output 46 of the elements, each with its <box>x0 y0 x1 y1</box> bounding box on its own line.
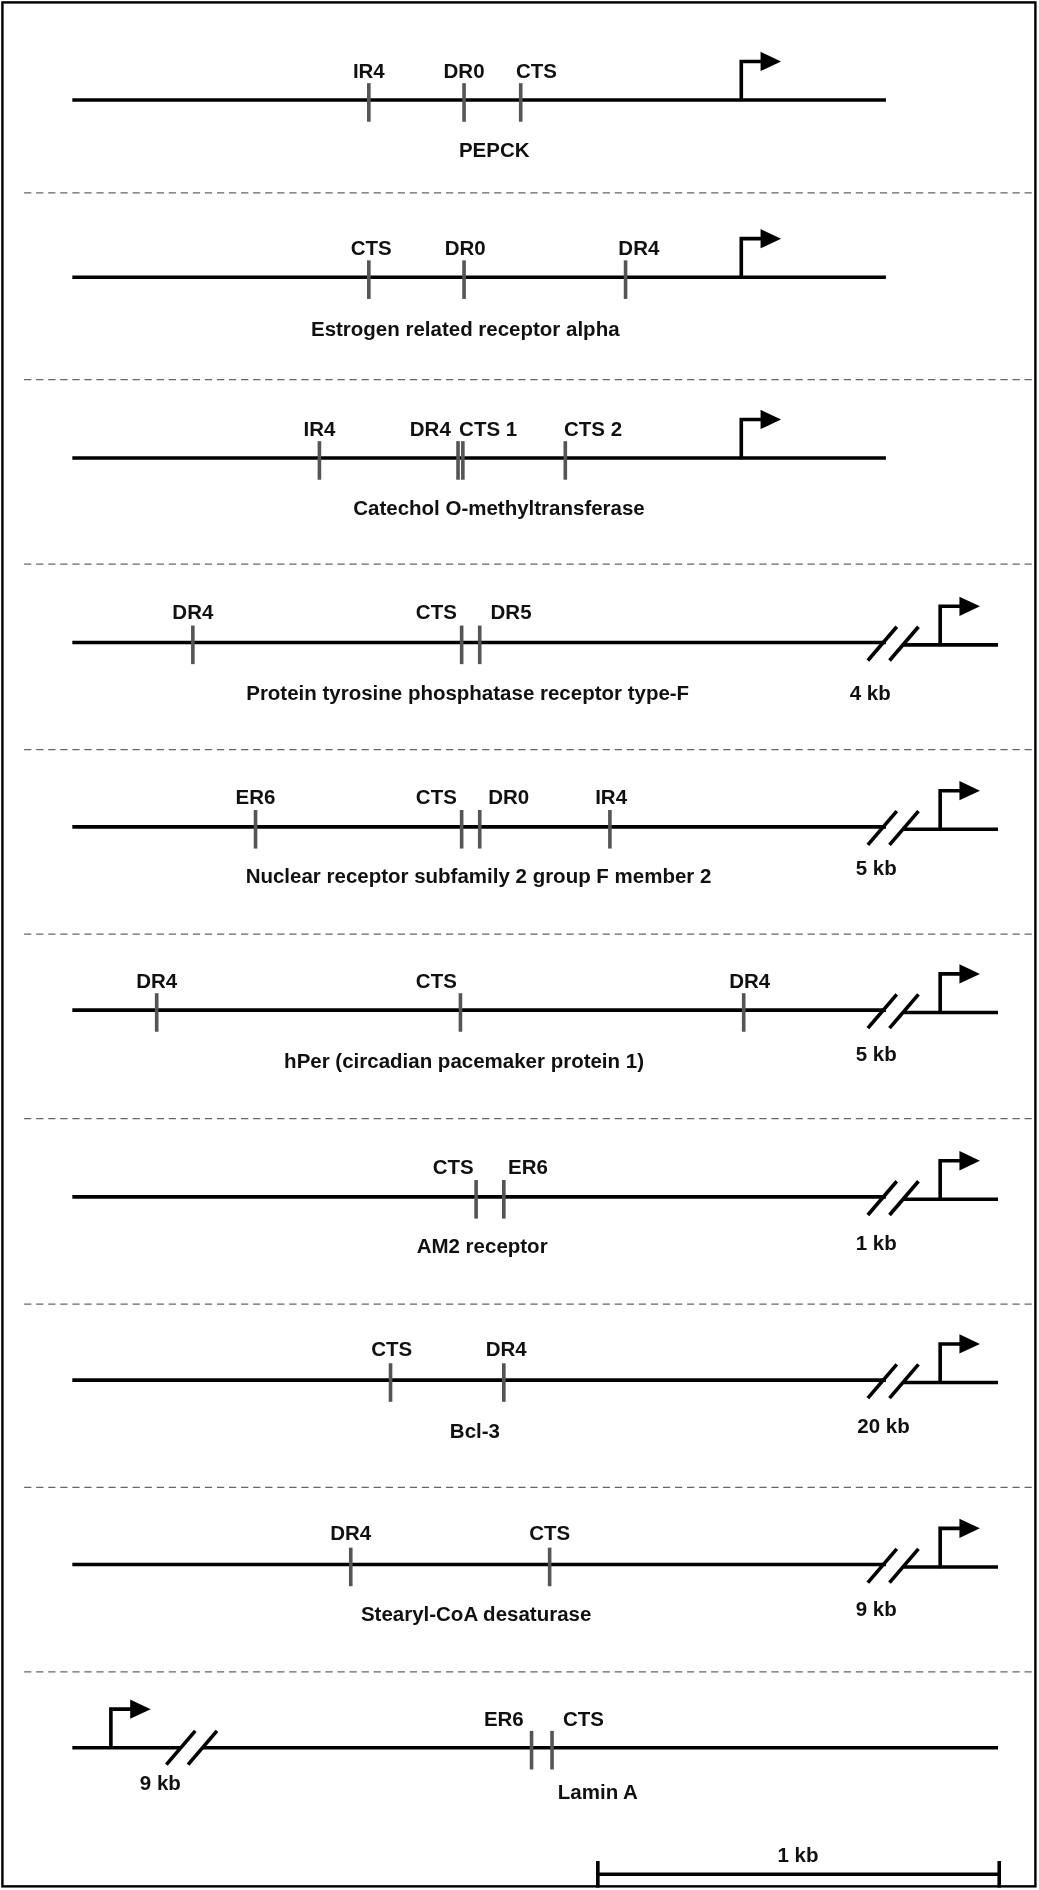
gene-name: AM2 receptor <box>416 1236 548 1259</box>
gene-name: Lamin A <box>557 1782 638 1805</box>
gene-name: Estrogen related receptor alpha <box>310 319 620 342</box>
gene-name: Stearyl-CoA desaturase <box>360 1603 592 1627</box>
site-label: ER6 <box>235 786 276 810</box>
distance-label: 9 kb <box>139 1772 181 1796</box>
site-label: CTS <box>432 1156 474 1180</box>
site-label: DR4 <box>409 419 451 442</box>
site-label: DR0 <box>488 786 530 810</box>
site-label: CTS <box>350 238 392 261</box>
site-label: IR4 <box>303 419 336 442</box>
site-label: CTS 1 <box>459 419 518 442</box>
site-label: DR0 <box>444 238 486 261</box>
site-label: IR4 <box>595 786 628 810</box>
site-label: DR5 <box>490 602 532 625</box>
site-label: DR4 <box>136 971 178 994</box>
site-label: DR0 <box>443 61 485 84</box>
site-label: CTS <box>371 1338 413 1362</box>
distance-label: 5 kb <box>855 1044 897 1068</box>
site-label: DR4 <box>729 971 771 994</box>
gene-name: Protein tyrosine phosphatase receptor type-F <box>246 683 690 706</box>
site-label: IR4 <box>352 61 385 84</box>
distance-label: 1 kb <box>855 1232 897 1256</box>
site-label: CTS <box>415 786 457 810</box>
distance-label: 5 kb <box>855 857 897 881</box>
site-label: DR4 <box>330 1523 372 1546</box>
site-label: DR4 <box>485 1338 527 1362</box>
site-label: DR4 <box>618 238 660 261</box>
gene-name: Catechol O-methyltransferase <box>353 498 645 522</box>
site-label: CTS <box>415 971 457 994</box>
scale-label: 1 kb <box>777 1844 819 1868</box>
gene-name: Nuclear receptor subfamily 2 group F member 2 <box>245 866 712 889</box>
gene-name: PEPCK <box>458 140 530 164</box>
site-label: CTS <box>529 1523 571 1546</box>
site-label: CTS <box>515 61 557 84</box>
gene-name: hPer (circadian pacemaker protein 1) <box>284 1050 644 1074</box>
site-label: CTS <box>415 602 457 625</box>
gene-name: Bcl-3 <box>449 1420 500 1444</box>
site-label: CTS 2 <box>564 419 623 442</box>
distance-label: 4 kb <box>849 683 891 706</box>
distance-label: 9 kb <box>855 1599 897 1622</box>
distance-label: 20 kb <box>857 1415 910 1439</box>
site-label: ER6 <box>508 1156 548 1180</box>
site-label: ER6 <box>483 1708 524 1732</box>
site-label: DR4 <box>172 602 214 625</box>
site-label: CTS <box>562 1708 604 1732</box>
